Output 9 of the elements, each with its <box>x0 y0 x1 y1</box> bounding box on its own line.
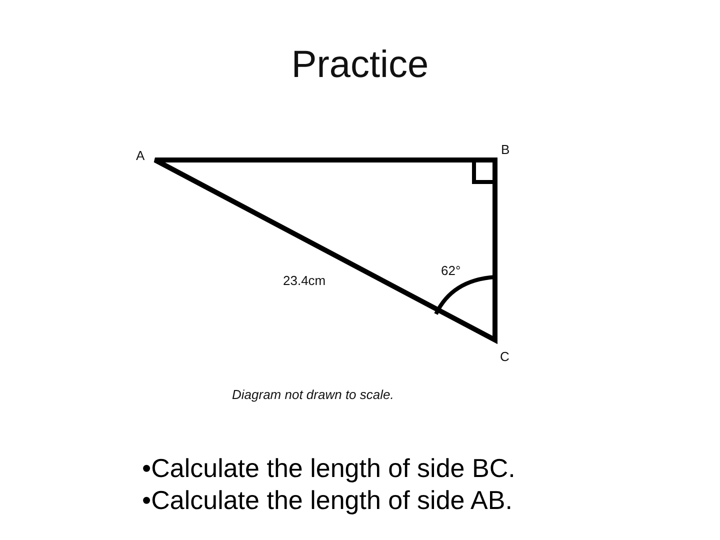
slide-title: Practice <box>290 44 430 88</box>
scale-note: Diagram not drawn to scale. <box>232 388 394 403</box>
vertex-label: C <box>500 350 510 365</box>
question-text: •Calculate the length of side BC. <box>142 452 516 484</box>
angle-label: 62° <box>441 264 461 279</box>
vertex-label: A <box>136 149 145 164</box>
vertex-label: B <box>501 143 510 158</box>
question-text: •Calculate the length of side AB. <box>142 484 514 516</box>
side-length-label: 23.4cm <box>283 274 326 289</box>
